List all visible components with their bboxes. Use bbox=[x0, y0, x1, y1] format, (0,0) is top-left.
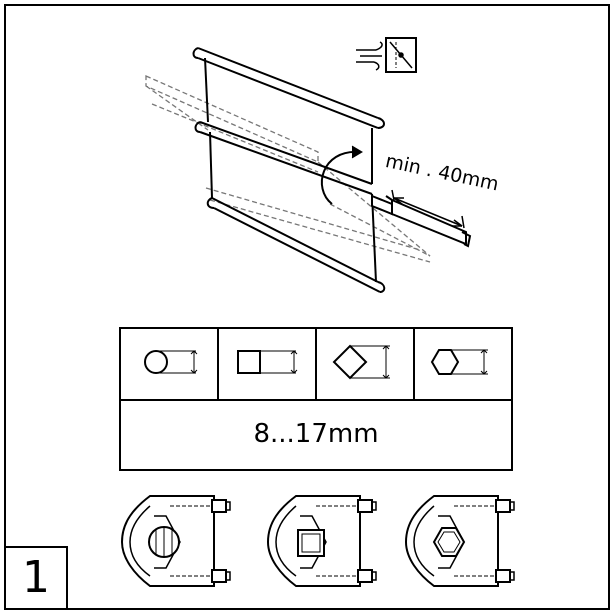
diamond-shaft-icon bbox=[332, 344, 390, 380]
square-clamp bbox=[266, 495, 377, 587]
hex-shaft-icon bbox=[430, 349, 488, 375]
shutter-illustration bbox=[145, 37, 472, 293]
step-number: 1 bbox=[4, 546, 68, 610]
hex-clamp bbox=[404, 495, 515, 587]
shaft bbox=[371, 194, 472, 248]
square-shaft-icon bbox=[237, 350, 298, 374]
slat-body bbox=[192, 47, 386, 293]
rotation-arrow bbox=[320, 150, 359, 205]
profile-table bbox=[119, 327, 513, 471]
instruction-frame bbox=[4, 4, 610, 610]
size-range-label: 8...17mm bbox=[253, 419, 379, 449]
clamp-illustrations bbox=[120, 495, 515, 587]
dashed-slat-ghost bbox=[145, 75, 431, 263]
round-shaft-icon bbox=[144, 350, 198, 374]
round-clamp bbox=[120, 495, 231, 587]
min-length-dimension bbox=[391, 189, 465, 229]
wind-icon bbox=[356, 37, 417, 73]
